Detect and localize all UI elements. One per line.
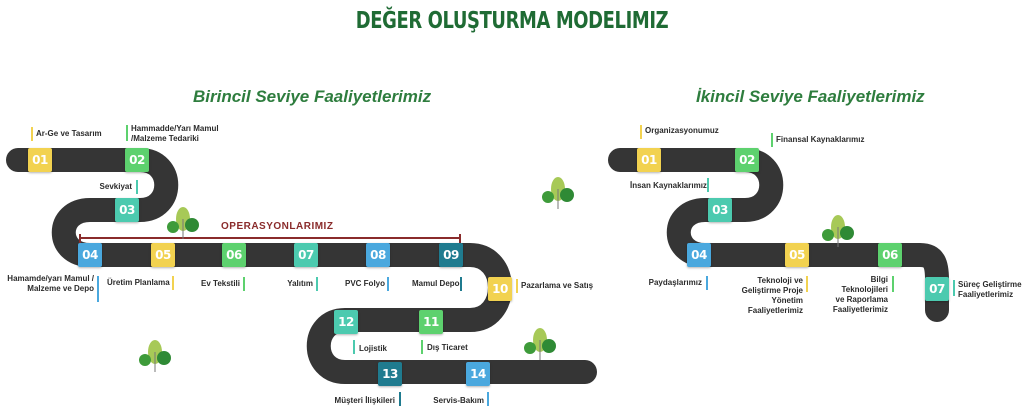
primary-step-badge-02: 02 <box>125 148 149 172</box>
primary-step-marker <box>243 277 245 291</box>
primary-step-badge-10: 10 <box>488 277 512 301</box>
primary-step-marker <box>31 127 33 141</box>
tree-icon <box>139 340 171 372</box>
page-title: DEĞER OLUŞTURMA MODELIMIZ <box>355 8 669 34</box>
primary-road <box>6 148 597 384</box>
primary-step-marker <box>97 276 99 302</box>
primary-step-marker <box>421 340 423 354</box>
secondary-step-badge-06: 06 <box>878 243 902 267</box>
secondary-step-marker <box>640 125 642 139</box>
secondary-heading: İkincil Seviye Faaliyetlerimiz <box>696 87 925 106</box>
primary-step-label: Dış Ticaret <box>427 343 468 352</box>
primary-step-label: Servis-Bakım <box>433 396 484 405</box>
primary-step-badge-01: 01 <box>28 148 52 172</box>
primary-step-marker <box>387 277 389 291</box>
primary-step-label: Mamul Depo <box>412 279 460 288</box>
primary-step-label: Lojistik <box>359 344 388 353</box>
secondary-step-badge-03: 03 <box>708 198 732 222</box>
primary-step-label: Yalıtım <box>287 279 313 288</box>
tree-icon <box>524 328 556 360</box>
secondary-step-badge-05: 05 <box>785 243 809 267</box>
secondary-step-marker <box>806 276 808 292</box>
primary-heading: Birincil Seviye Faaliyetlerimiz <box>193 87 432 106</box>
primary-step-label: PVC Folyo <box>345 279 386 288</box>
secondary-step-marker <box>771 133 773 147</box>
primary-step-label: Sevkiyat <box>99 182 132 191</box>
primary-step-label: Ev Tekstili <box>201 279 240 288</box>
secondary-step-marker <box>707 178 709 192</box>
primary-step-badge-06: 06 <box>222 243 246 267</box>
primary-step-marker <box>487 392 489 406</box>
primary-step-badge-14: 14 <box>466 362 490 386</box>
primary-step-badge-07: 07 <box>294 243 318 267</box>
primary-step-label: Hamamde/yarı Mamul /Malzeme ve Depo <box>7 274 94 293</box>
secondary-step-badge-02: 02 <box>735 148 759 172</box>
primary-step-label: Müşteri İlişkileri <box>334 396 395 405</box>
tree-icon <box>167 207 199 239</box>
secondary-step-marker <box>953 280 955 296</box>
secondary-step-badge-04: 04 <box>687 243 711 267</box>
primary-step-label: Üretim Planlama <box>107 278 170 287</box>
primary-step-label: Ar-Ge ve Tasarım <box>36 129 102 138</box>
tree-icon <box>542 177 574 209</box>
primary-step-marker <box>516 279 518 293</box>
primary-step-badge-08: 08 <box>366 243 390 267</box>
primary-step-marker <box>460 277 462 291</box>
primary-step-badge-09: 09 <box>439 243 463 267</box>
primary-step-badge-13: 13 <box>378 362 402 386</box>
secondary-road <box>608 148 949 322</box>
primary-step-marker <box>316 277 318 291</box>
primary-step-marker <box>353 340 355 354</box>
primary-step-marker <box>136 180 138 194</box>
primary-step-badge-04: 04 <box>78 243 102 267</box>
primary-step-badge-05: 05 <box>151 243 175 267</box>
primary-step-badge-12: 12 <box>334 310 358 334</box>
primary-step-label: Hammadde/Yarı Mamul/Malzeme Tedariki <box>131 124 219 143</box>
secondary-step-badge-01: 01 <box>637 148 661 172</box>
tree-icon <box>822 215 854 247</box>
primary-step-marker <box>126 125 128 141</box>
primary-step-label: Pazarlama ve Satış <box>521 281 594 290</box>
secondary-step-label: İnsan Kaynaklarımız <box>630 181 707 190</box>
primary-step-badge-03: 03 <box>115 198 139 222</box>
primary-step-marker <box>399 392 401 406</box>
secondary-step-marker <box>892 276 894 292</box>
primary-step-badge-11: 11 <box>419 310 443 334</box>
primary-step-marker <box>172 276 174 290</box>
operations-bracket <box>79 234 461 243</box>
secondary-step-label: Finansal Kaynaklarımız <box>776 135 865 144</box>
secondary-step-marker <box>706 276 708 290</box>
secondary-step-label: Paydaşlarımız <box>648 278 702 287</box>
secondary-step-badge-07: 07 <box>925 277 949 301</box>
secondary-step-label: Organizasyonumuz <box>645 126 719 135</box>
operations-label: OPERASYONLARIMIZ <box>221 221 334 232</box>
